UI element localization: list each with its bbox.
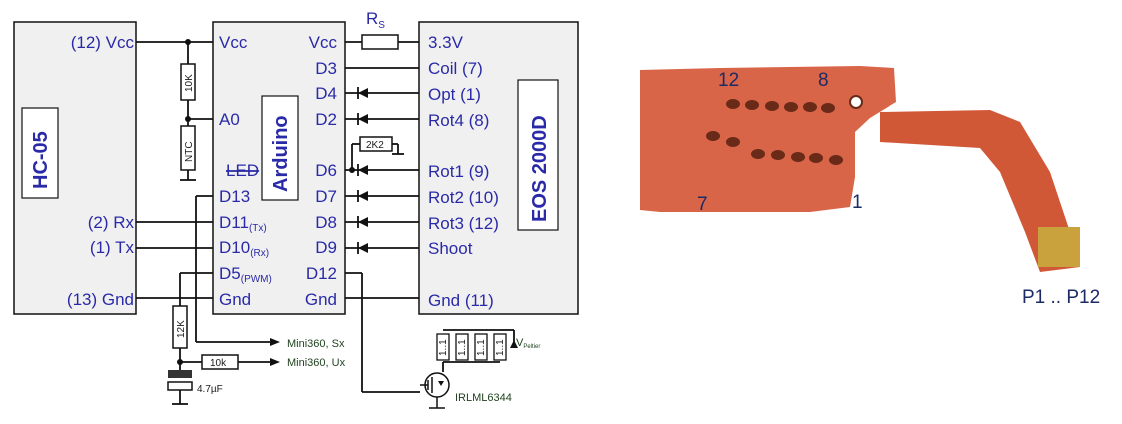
arduino-pin-vcc-right: Vcc	[309, 33, 338, 52]
eos-pin-opt: Opt (1)	[428, 85, 481, 104]
arduino-title: Arduino	[270, 115, 292, 192]
peltier-resistor-4-label: 1..1	[495, 339, 506, 356]
mounting-hole	[849, 95, 863, 109]
hc05-title: HC-05	[30, 131, 52, 189]
mosfet-symbol	[420, 372, 450, 409]
arduino-pin-d6: D6	[315, 161, 337, 180]
hc05-pin-tx: (1) Tx	[90, 238, 135, 257]
arduino-pin-gnd-left: Gnd	[219, 290, 251, 309]
photo-pin-7-label: 7	[697, 194, 708, 215]
peltier-resistor-4	[493, 333, 507, 361]
photo-pin-1-label: 1	[852, 192, 863, 213]
contact-pads-bottom	[706, 131, 843, 165]
arduino-pin-a0: A0	[219, 110, 240, 129]
photo-caption: P1 .. P12	[1022, 287, 1100, 308]
arduino-pin-d7: D7	[315, 187, 337, 206]
eos-pin-shoot: Shoot	[428, 239, 473, 258]
eos-pin-coil: Coil (7)	[428, 59, 483, 78]
wires-hc05-arduino	[136, 39, 280, 405]
flex-cable-photo: 12 8 7 1 P1 .. P12	[640, 62, 1100, 312]
arduino-pin-d2: D2	[315, 110, 337, 129]
peltier-resistor-3-label: 1..1	[476, 339, 487, 356]
hc05-pin-vcc: (12) Vcc	[71, 33, 135, 52]
arduino-pin-d5: D5(PWM)	[219, 264, 272, 285]
peltier-resistor-1-label: 1..1	[438, 339, 449, 356]
resistor-rs-label: RS	[366, 9, 385, 31]
arduino-pin-d12: D12	[306, 264, 337, 283]
capacitor-symbol	[167, 370, 193, 391]
arduino-pin-d13: D13	[219, 187, 250, 206]
ntc-label: NTC	[184, 141, 195, 162]
hc05-pin-gnd: (13) Gnd	[67, 290, 134, 309]
arduino-pin-d9: D9	[315, 238, 337, 257]
wires-arduino-eos	[345, 41, 420, 393]
flex-cable-contacts	[1038, 227, 1080, 267]
arduino-pin-d3: D3	[315, 59, 337, 78]
peltier-resistor-2-label: 1..1	[457, 339, 468, 356]
peltier-resistor-3	[474, 333, 488, 361]
eos-title: EOS 2000D	[529, 115, 551, 222]
resistor-rs	[361, 34, 399, 50]
flex-cable-ribbon	[880, 110, 1080, 272]
eos-pin-rot1: Rot1 (9)	[428, 162, 489, 181]
arduino-pin-vcc-left: Vcc	[219, 33, 248, 52]
resistor-2k2-label: 2K2	[366, 140, 384, 151]
eos-pin-rot2: Rot2 (10)	[428, 188, 499, 207]
resistor-12k-label: 12K	[176, 320, 187, 338]
ntc-thermistor	[180, 125, 196, 171]
mosfet-label: IRLML6344	[455, 392, 512, 404]
peltier-resistor-1	[436, 333, 450, 361]
eos-pin-rot3: Rot3 (12)	[428, 214, 499, 233]
arduino-title-box	[261, 95, 299, 201]
mini360-sx-label: Mini360, Sx	[287, 338, 345, 350]
vpeltier-label: VPeltier	[516, 337, 540, 350]
arduino-pin-d11: D11(Tx)	[219, 213, 267, 234]
schematic-diagram: HC-05 (12) Vcc (2) Rx (1) Tx (13) Gnd Ar…	[13, 9, 579, 409]
peltier-resistor-bank	[442, 329, 518, 372]
capacitor-label: 4.7µF	[197, 384, 223, 395]
mini360-ux-label: Mini360, Ux	[287, 357, 346, 369]
resistor-10k-horizontal	[201, 354, 239, 370]
hc05-pin-rx: (2) Rx	[88, 213, 135, 232]
arduino-pin-gnd-right: Gnd	[305, 290, 337, 309]
flex-cable-pad-area	[640, 66, 896, 212]
arduino-pin-d4: D4	[315, 84, 337, 103]
eos-pin-3v3: 3.3V	[428, 33, 464, 52]
peltier-resistor-2	[455, 333, 469, 361]
contact-pads-top	[726, 99, 835, 113]
eos-pin-gnd: Gnd (11)	[428, 291, 494, 310]
photo-pin-12-label: 12	[718, 70, 739, 91]
resistor-10k-vertical-label: 10K	[184, 74, 195, 92]
resistor-2k2	[359, 136, 393, 152]
eos-title-box	[517, 79, 559, 231]
arduino-pin-d8: D8	[315, 213, 337, 232]
photo-pin-8-label: 8	[818, 70, 829, 91]
resistor-12k	[172, 305, 188, 349]
hc05-title-box	[21, 107, 59, 199]
arduino-pin-d10: D10(Rx)	[219, 238, 269, 259]
resistor-10k-horizontal-label: 10k	[210, 358, 227, 369]
resistor-10k-vertical	[180, 63, 196, 101]
eos-pin-rot4: Rot4 (8)	[428, 111, 489, 130]
